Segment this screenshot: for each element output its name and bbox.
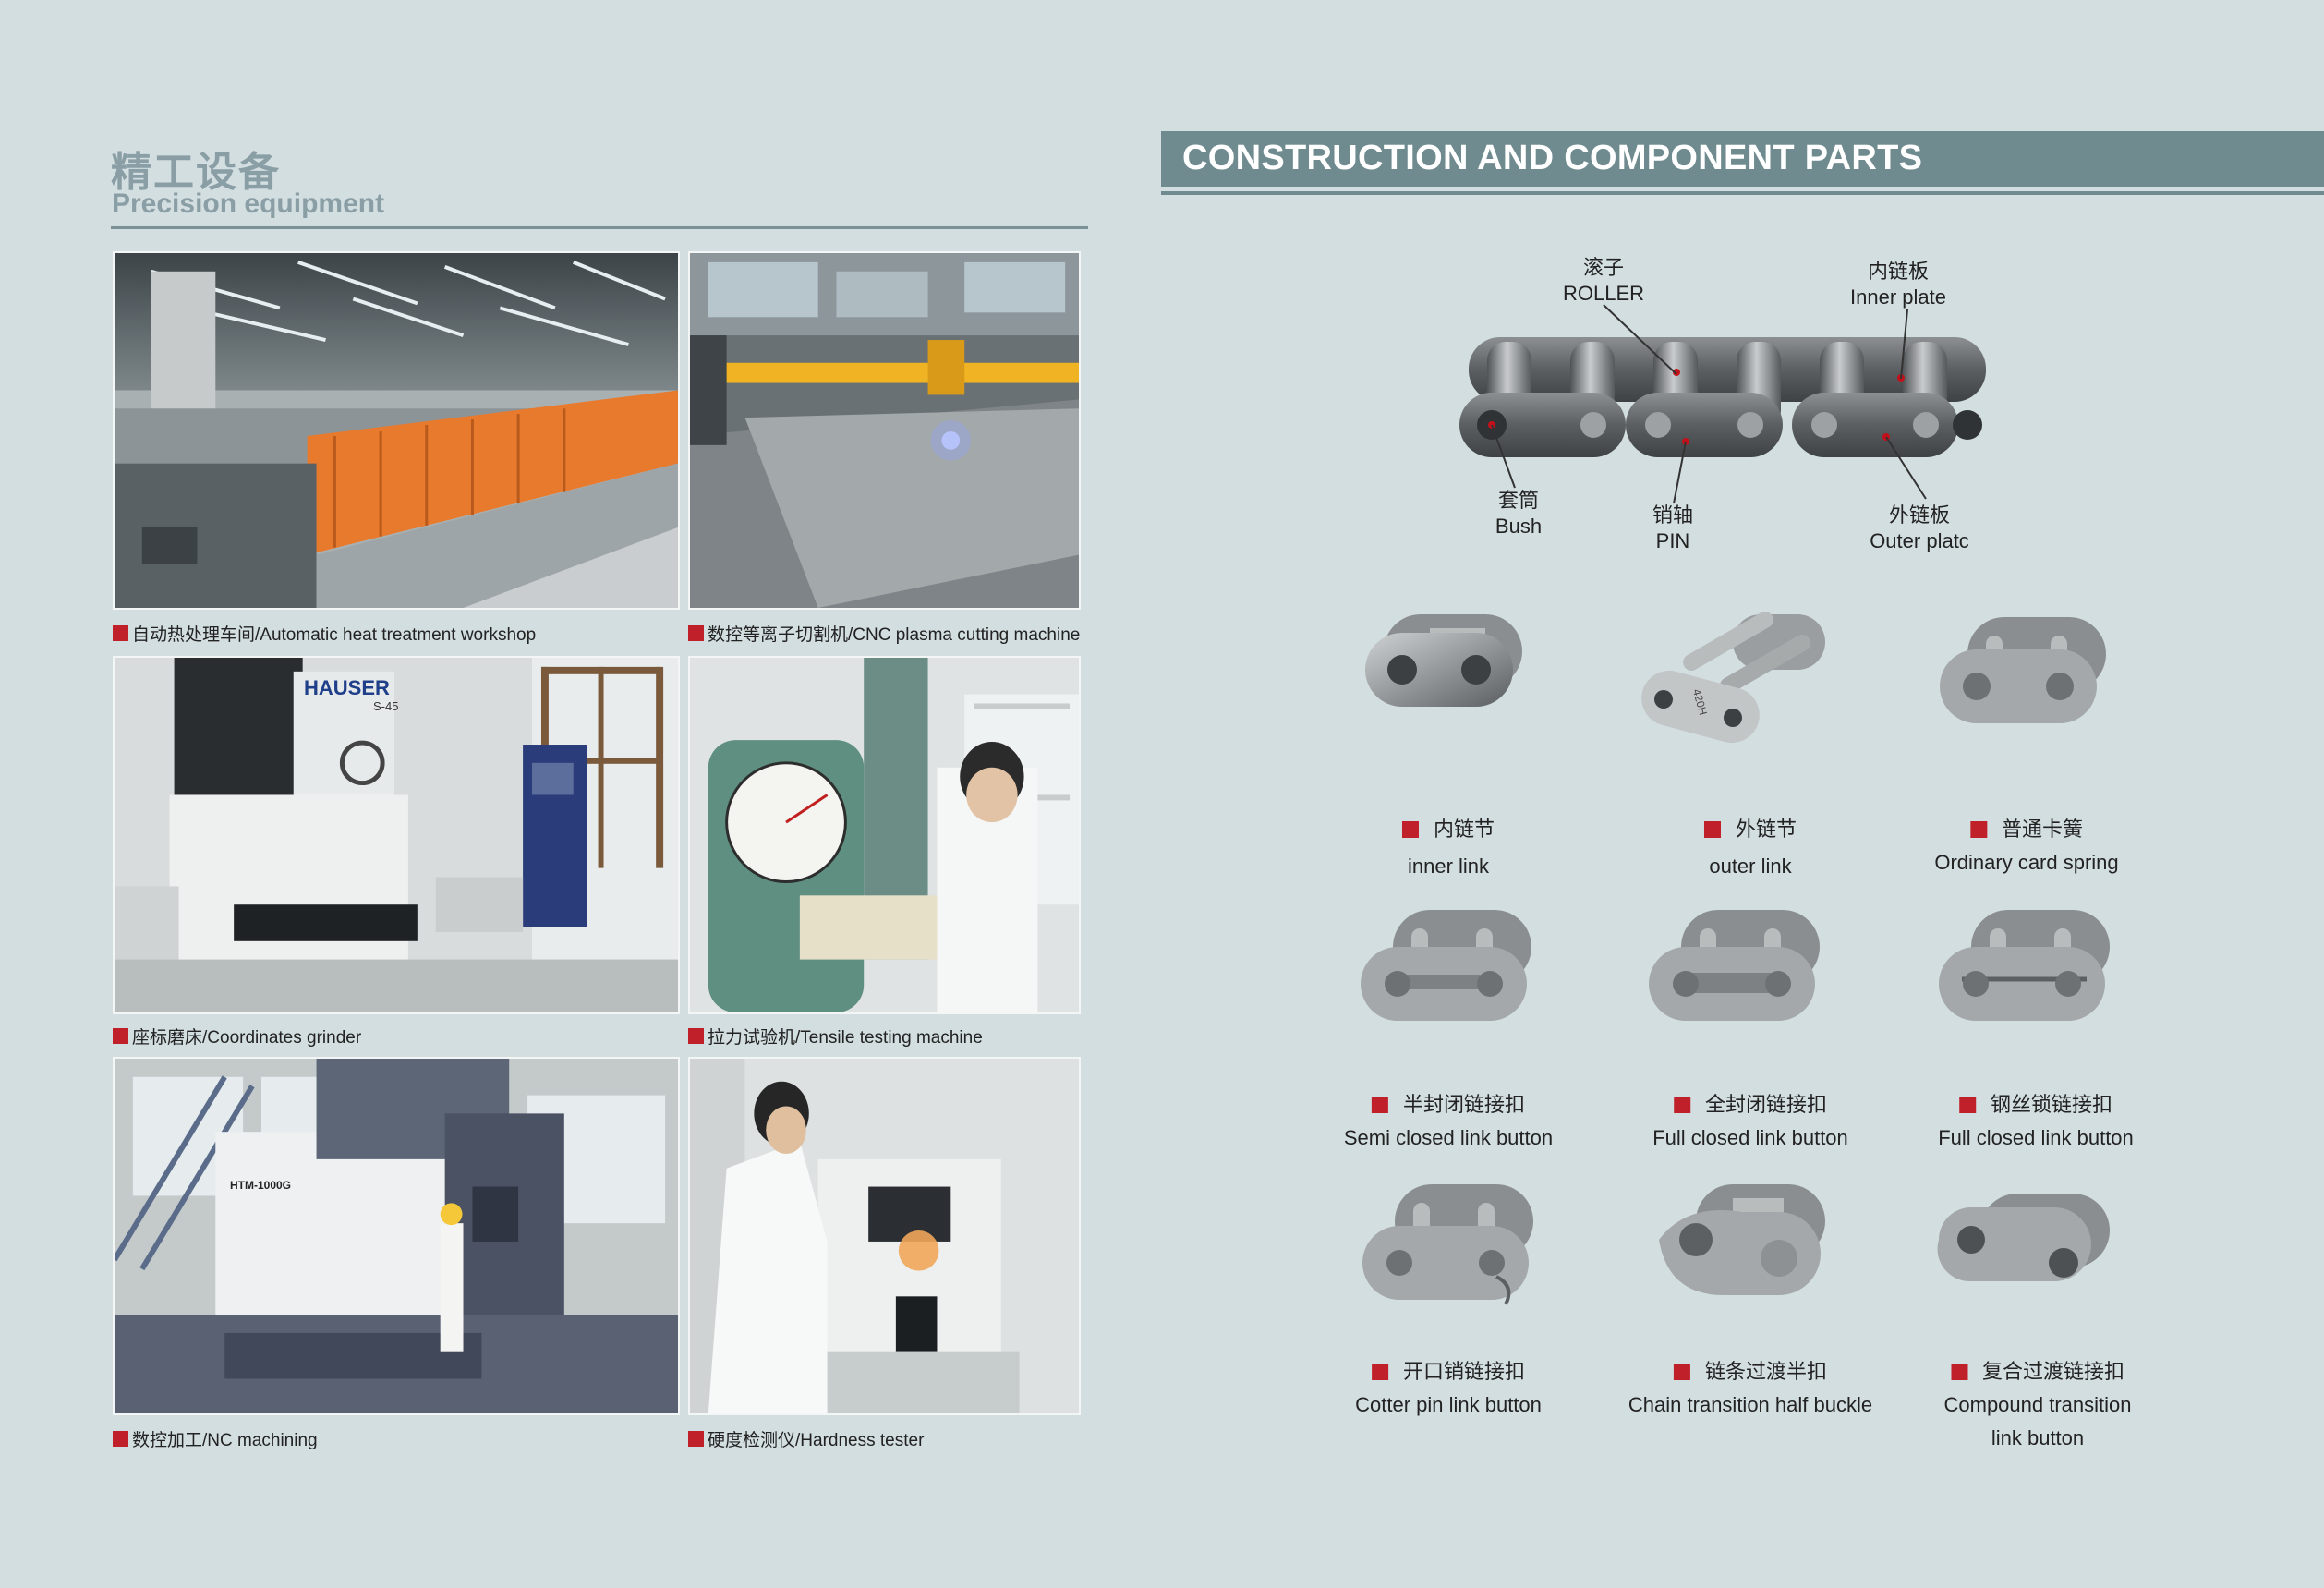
bullet-icon	[1958, 1097, 1976, 1113]
bullet-icon	[688, 625, 704, 641]
wire-lock-link-icon	[1916, 891, 2137, 1067]
section-title-cn: 精工设备	[111, 149, 281, 196]
plasma-cutting-photo	[688, 251, 1081, 610]
semi-closed-link-icon	[1338, 891, 1559, 1067]
bullet-icon	[1950, 1364, 1967, 1380]
machine-brand-text: HAUSER	[304, 676, 390, 699]
bullet-icon	[1969, 821, 1987, 838]
bullet-icon	[1401, 821, 1419, 838]
section-banner-title: CONSTRUCTION AND COMPONENT PARTS	[1182, 139, 1923, 177]
outer-link-icon: 420H	[1622, 596, 1844, 771]
compound-transition-link-icon	[1916, 1166, 2137, 1341]
section-banner	[1161, 131, 2324, 187]
inner-link-icon	[1338, 596, 1559, 771]
part-caption-outer-link: 外链节 outer link	[1703, 813, 1797, 883]
part-caption-full-closed-link: 全封闭链接扣 Full closed link button	[1652, 1093, 1848, 1149]
photo-caption: 硬度检测仪/Hardness tester	[688, 1426, 924, 1451]
photo-caption: 拉力试验机/Tensile testing machine	[688, 1024, 983, 1049]
part-caption-semi-closed-link: 半封闭链接扣 Semi closed link button	[1343, 1093, 1554, 1149]
roller-chain-diagram	[1450, 319, 1995, 467]
bullet-icon	[1673, 1097, 1690, 1113]
photo-caption: 座标磨床/Coordinates grinder	[113, 1024, 361, 1049]
photo-caption: 自动热处理车间/Automatic heat treatment worksho…	[113, 621, 536, 646]
photo-caption: 数控加工/NC machining	[113, 1426, 318, 1451]
part-caption-inner-link: 内链节 inner link	[1401, 813, 1495, 883]
photo-caption: 数控等离子切割机/CNC plasma cutting machine	[688, 621, 1080, 646]
section-title-en: Precision equipment	[112, 188, 385, 219]
bullet-icon	[1371, 1097, 1388, 1113]
cotter-pin-link-icon	[1339, 1166, 1561, 1341]
bullet-icon	[113, 1431, 128, 1447]
part-caption-transition-half-buckle: 链条过渡半扣 Chain transition half buckle	[1628, 1360, 1873, 1416]
label-roller: 滚子 ROLLER	[1562, 256, 1645, 305]
part-caption-compound-transition-link: 复合过渡链接扣 Compound transition link button	[1943, 1360, 2132, 1449]
machine-model-text: HTM-1000G	[230, 1179, 292, 1192]
bullet-icon	[1703, 821, 1721, 838]
heat-treatment-photo	[113, 251, 680, 610]
grinder-photo: HAUSER S-45	[113, 656, 680, 1014]
bullet-icon	[688, 1431, 704, 1447]
ordinary-card-spring-icon	[1912, 599, 2134, 774]
bullet-icon	[113, 1028, 128, 1044]
section-divider	[111, 226, 1088, 229]
bullet-icon	[1371, 1364, 1388, 1380]
hardness-tester-photo	[688, 1057, 1081, 1415]
transition-half-buckle-icon	[1631, 1166, 1853, 1341]
section-banner-underline	[1161, 191, 2324, 195]
tensile-tester-photo	[688, 656, 1081, 1014]
bullet-icon	[1673, 1364, 1690, 1380]
label-bush: 套筒 Bush	[1495, 489, 1543, 538]
full-closed-link-icon	[1626, 891, 1847, 1067]
bullet-icon	[113, 625, 128, 641]
part-caption-cotter-pin-link: 开口销链接扣 Cotter pin link button	[1355, 1360, 1542, 1416]
label-inner-plate: 内链板 Inner plate	[1850, 260, 1946, 309]
part-caption-wire-lock-link: 钢丝锁链接扣 Full closed link button	[1938, 1093, 2134, 1149]
label-pin: 销轴 PIN	[1652, 503, 1694, 552]
label-outer-plate: 外链板 Outer platc	[1870, 503, 1969, 552]
part-caption-ordinary-card-spring: 普通卡簧 Ordinary card spring	[1934, 818, 2119, 874]
machine-model-text: S-45	[373, 699, 399, 713]
nc-machining-photo: HTM-1000G	[113, 1057, 680, 1415]
bullet-icon	[688, 1028, 704, 1044]
